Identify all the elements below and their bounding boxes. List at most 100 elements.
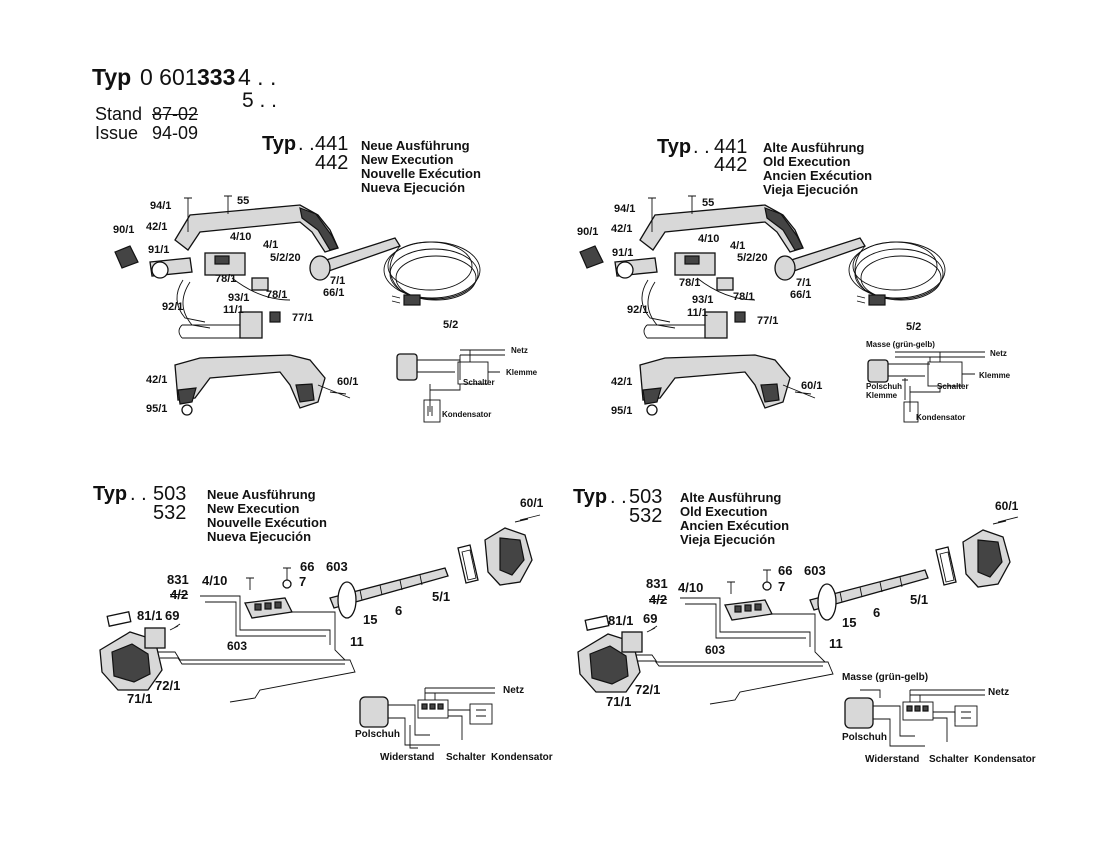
- tr-label: 42/1: [611, 223, 633, 235]
- tr-label: 94/1: [614, 203, 636, 215]
- br-netz: Netz: [988, 687, 1010, 698]
- br-typ: Typ: [573, 486, 608, 508]
- bl-label: 603: [227, 639, 248, 653]
- br-exec-1: Old Execution: [680, 504, 768, 519]
- tr-code1: 441: [714, 136, 748, 158]
- tl-exec-3: Nueva Ejecución: [361, 180, 466, 195]
- br-dots: . .: [610, 486, 627, 508]
- bl-widerstand: Widerstand: [380, 752, 435, 763]
- stand-value: 87-02: [152, 104, 199, 124]
- typ-number-prefix: 0 601: [140, 64, 198, 90]
- tr-exec-0: Alte Ausführung: [763, 140, 865, 155]
- br-exec-2: Ancien Exécution: [680, 518, 790, 533]
- tl-klemme: Klemme: [506, 368, 538, 377]
- bl-exec-3: Nueva Ejecución: [207, 529, 312, 544]
- br-label: 69: [643, 611, 658, 626]
- tl-code2: 442: [315, 152, 349, 174]
- bl-circuit-diagram: [359, 687, 495, 749]
- tr-netz: Netz: [990, 349, 1007, 358]
- tl-label: 42/1: [146, 374, 168, 386]
- br-label: 6: [873, 605, 881, 620]
- br-label: 66: [778, 563, 793, 578]
- br-circuit-diagram: [844, 689, 985, 747]
- tl-label: 11/1: [223, 304, 244, 316]
- tl-label: 60/1: [337, 376, 359, 388]
- typ-suffix-a: 4 . .: [238, 64, 277, 90]
- tl-label: 55: [237, 195, 250, 207]
- tr-kondensator: Kondensator: [916, 413, 966, 422]
- bl-label: 81/1: [137, 608, 163, 623]
- tl-label: 92/1: [162, 301, 184, 313]
- bl-label: 4/2: [170, 587, 189, 602]
- tr-label: 77/1: [757, 315, 779, 327]
- tl-code1: 441: [315, 133, 349, 155]
- typ-word: Typ: [92, 64, 132, 90]
- bl-dots: . .: [130, 483, 147, 505]
- tl-circuit-diagram: [396, 349, 505, 423]
- bl-label: 5/1: [432, 589, 451, 604]
- issue-value: 94-09: [152, 123, 199, 143]
- tr-label: 11/1: [687, 307, 708, 319]
- tr-label: 91/1: [612, 247, 634, 259]
- tl-label: 42/1: [146, 221, 168, 233]
- br-label: 11: [829, 636, 843, 651]
- bl-exec-0: Neue Ausführung: [207, 487, 316, 502]
- tl-label: 78/1: [266, 289, 288, 301]
- tr-polschuh: Polschuh: [866, 382, 903, 391]
- tl-label: 66/1: [323, 287, 345, 299]
- tl-label: 95/1: [146, 403, 168, 415]
- tl-exec-1: New Execution: [361, 152, 454, 167]
- bl-label: 603: [326, 559, 348, 574]
- tr-label: 7/1: [796, 277, 812, 289]
- bl-label: 66: [300, 559, 315, 574]
- tr-assembly-drawing: [579, 195, 946, 416]
- bl-schalter: Schalter: [446, 752, 486, 763]
- tr-label: 42/1: [611, 376, 633, 388]
- tl-label: 90/1: [113, 224, 135, 236]
- tr-label: 55: [702, 197, 715, 209]
- br-code2: 532: [629, 505, 663, 527]
- bl-label: 71/1: [127, 691, 153, 706]
- tl-typ: Typ: [262, 133, 297, 155]
- br-polschuh: Polschuh: [842, 732, 888, 743]
- bl-label: 831: [167, 572, 189, 587]
- tr-label: 78/1: [733, 291, 755, 303]
- stand-label: Stand: [95, 104, 143, 124]
- br-label: 72/1: [635, 682, 661, 697]
- br-exec-3: Vieja Ejecución: [680, 532, 776, 547]
- br-label: 60/1: [995, 499, 1019, 513]
- br-code1: 503: [629, 486, 663, 508]
- br-label: 4/2: [649, 592, 668, 607]
- tr-label: 4/10: [698, 233, 720, 245]
- tl-netz: Netz: [511, 346, 528, 355]
- br-label: 71/1: [606, 694, 632, 709]
- bl-label: 7: [299, 574, 307, 589]
- tr-label: 93/1: [692, 294, 714, 306]
- br-label: 4/10: [678, 580, 704, 595]
- br-label: 5/1: [910, 592, 929, 607]
- bl-assembly-drawing: [99, 514, 541, 703]
- tl-exec-0: Neue Ausführung: [361, 138, 470, 153]
- br-label: 603: [705, 643, 726, 657]
- tl-label: 93/1: [228, 292, 250, 304]
- tl-label: 4/1: [263, 239, 279, 251]
- tr-klemme-left: Klemme: [866, 391, 898, 400]
- tr-exec-3: Vieja Ejecución: [763, 182, 859, 197]
- tr-typ: Typ: [657, 136, 692, 158]
- tl-label: 4/10: [230, 231, 252, 243]
- bl-polschuh: Polschuh: [355, 729, 401, 740]
- tr-circuit-diagram: [867, 351, 985, 423]
- bl-label: 6: [395, 603, 403, 618]
- bl-label: 15: [363, 612, 378, 627]
- br-kondensator: Kondensator: [974, 754, 1036, 765]
- tl-label: 5/2/20: [270, 252, 301, 264]
- issue-label: Issue: [95, 123, 139, 143]
- tr-label: 4/1: [730, 240, 746, 252]
- tr-label: 5/2/20: [737, 252, 768, 264]
- tr-masse: Masse (grün-gelb): [866, 340, 935, 349]
- tr-label: 5/2: [906, 321, 922, 333]
- tl-schalter: Schalter: [463, 378, 495, 387]
- tl-kondensator: Kondensator: [442, 410, 492, 419]
- bl-netz: Netz: [503, 685, 525, 696]
